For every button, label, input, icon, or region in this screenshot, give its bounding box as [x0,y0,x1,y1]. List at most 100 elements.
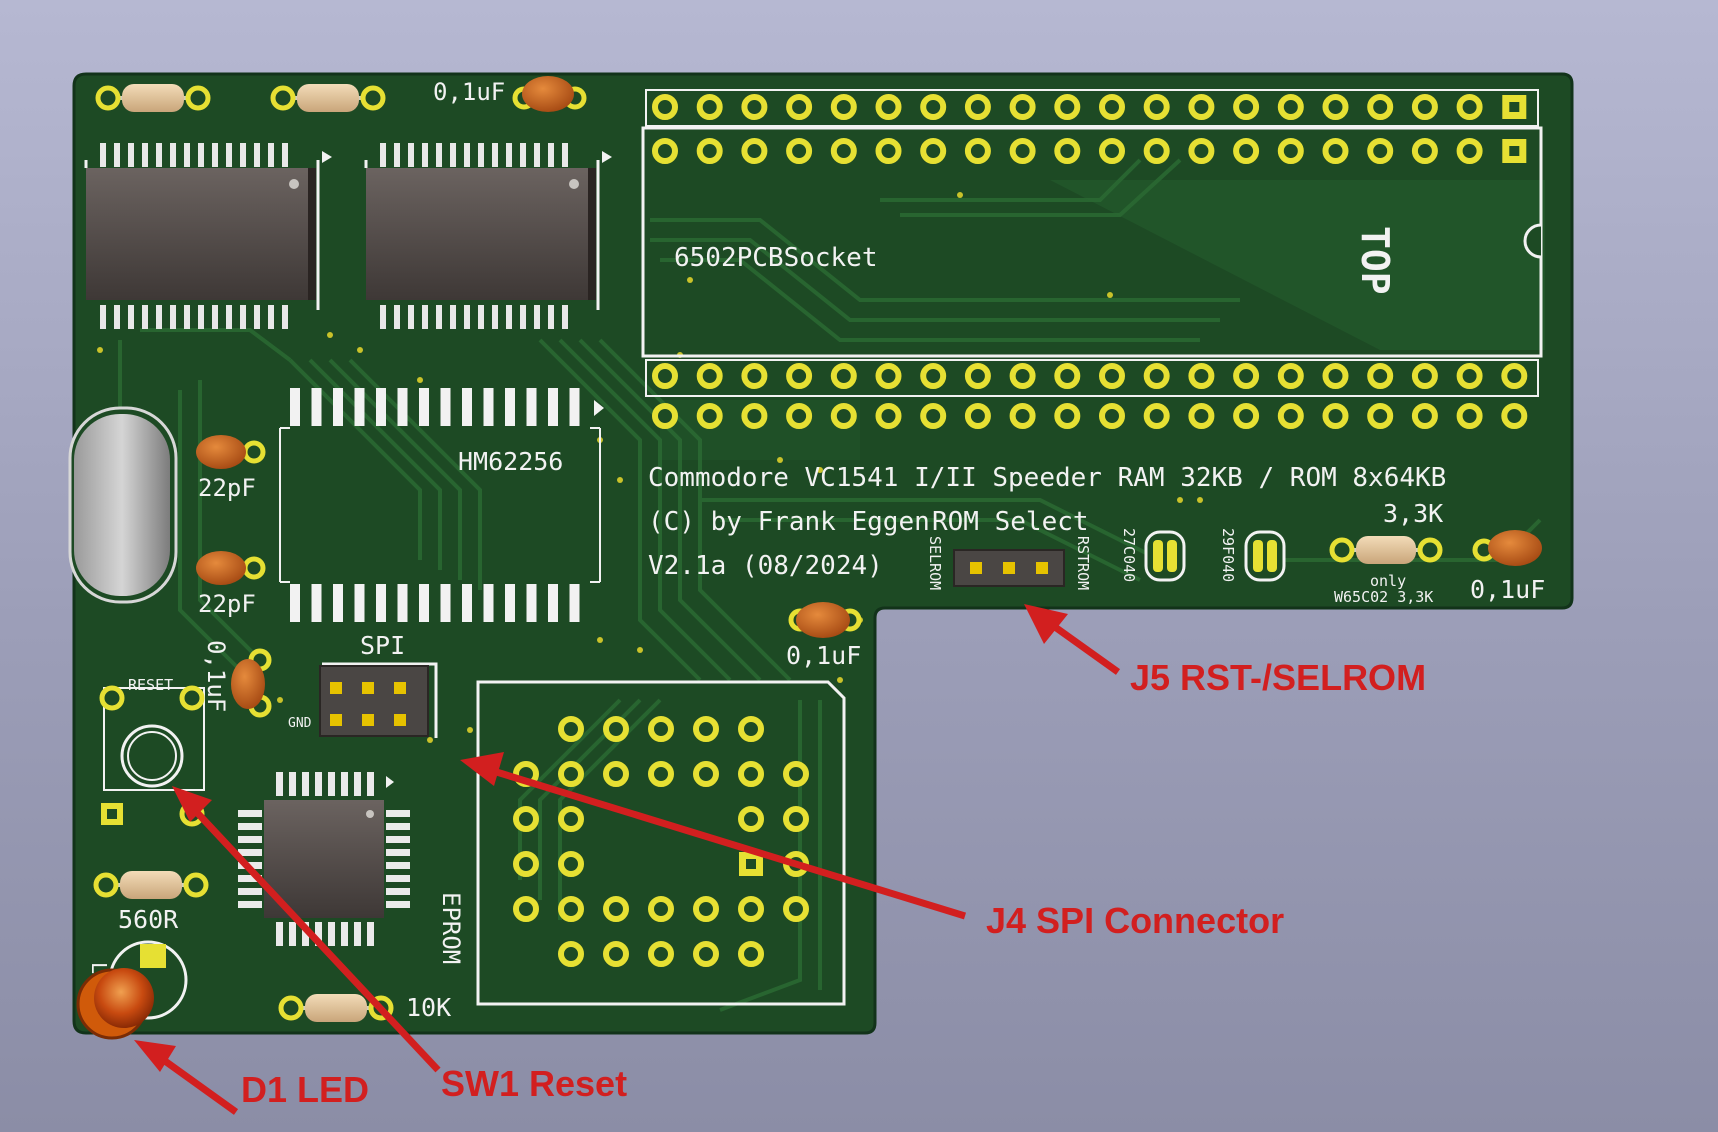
pin-pad [1054,138,1081,164]
pin-pad [830,363,857,389]
pin-pad [513,896,539,922]
pin-pad [741,363,768,389]
pin-pad [741,403,768,429]
socket-label: 6502PCBSocket [674,243,878,273]
pin-pad [875,363,902,389]
cap-22pf-a-label: 22pF [198,474,256,502]
pin-pad [1143,403,1170,429]
pin-pad [652,138,678,164]
j5-header: SELROM RSTROM [926,536,1092,590]
res-10k-label: 10K [406,993,451,1022]
resistor-top-left-1 [95,84,211,112]
jp-29f040-label: 29F040 [1219,528,1237,582]
pin-pad [1099,138,1125,164]
callout-j4: J4 SPI Connector [986,900,1284,941]
pin-pad [696,403,723,429]
pin-pad [1411,363,1438,389]
pin-pad [603,941,629,967]
callout-sw1: SW1 Reset [441,1063,627,1104]
jp-27c040-label: 27C040 [1120,528,1138,582]
socket-6502: 6502PCBSocket TOP [641,89,1543,429]
pin-pad [1322,363,1349,389]
pin-pad [1054,403,1081,429]
cap-top-label: 0,1uF [433,78,505,106]
pin-pad [1456,138,1483,164]
res-560-label: 560R [118,905,179,934]
pin-pad [1188,363,1215,389]
pin-pad [741,94,768,120]
pin-pad [1501,403,1528,429]
pin-pad [738,896,764,922]
pin-pad [1367,403,1394,429]
selrom-label: SELROM [926,536,944,590]
pin-pad [1277,403,1304,429]
pin-pad [1233,403,1260,429]
pin-pad [920,363,947,389]
pin-pad [783,806,809,832]
pin-pad [920,94,947,120]
cap-22pf-b-label: 22pF [198,590,256,618]
board-title-line2: (C) by Frank Eggen [648,507,930,537]
pin-pad [920,403,947,429]
pin-pad [603,761,629,787]
pin-pad [875,138,902,164]
pin-pad [1322,403,1349,429]
eprom-label: EPROM [437,892,465,964]
pin-pad [648,941,674,967]
pcb-traces [118,158,1542,1012]
pin-pad [738,716,764,742]
pin-pad [1099,403,1125,429]
pin-pad [830,138,857,164]
pin-pad [1456,363,1483,389]
pin-pad [964,403,991,429]
cap-reset-label: 0,1uF [202,640,230,712]
pin-pad [1009,94,1036,120]
pin-pad [964,363,991,389]
pin-pad [920,138,947,164]
cap-right-label: 0,1uF [1470,575,1545,604]
capacitor-right: 0,1uF [1470,530,1545,604]
reset-label: RESET [128,676,173,694]
pin-pad [1411,138,1438,164]
pin-pad [652,94,678,120]
resistor-10k: 10K [278,993,451,1022]
pin-pad [1099,94,1125,120]
pin-pad [1501,363,1528,389]
pin-pad [1009,138,1036,164]
pin-pad [558,761,584,787]
pin-pad [693,716,719,742]
pin-pad [786,138,813,164]
mcu-chip [238,772,410,946]
capacitor-mid: 0,1uF [786,602,862,670]
capacitor-reset: 0,1uF [202,640,272,718]
resistor-560r: 560R [93,871,209,934]
pin-pad [558,806,584,832]
capacitor-top: 0,1uF [433,76,587,112]
pin-pad [786,94,813,120]
pin-pad [1009,403,1036,429]
pin-pad [1233,363,1260,389]
callout-arrows [134,604,1121,1115]
pin-pad [1277,363,1304,389]
pin-pad [738,806,764,832]
pin-pad [1054,94,1081,120]
spi-label: SPI [360,631,405,660]
pin-pad [786,403,813,429]
rstrom-label: RSTROM [1074,536,1092,590]
pin-pad [1233,94,1260,120]
callout-j5: J5 RST-/SELROM [1130,657,1426,698]
pin-pad [964,138,991,164]
pin-pad [696,363,723,389]
cap-mid-label: 0,1uF [786,641,861,670]
pin-pad [648,716,674,742]
pin-pad [648,761,674,787]
capacitor-22pf-a: 22pF [196,435,266,502]
ram-chip-label: HM62256 [458,447,563,476]
gnd-label: GND [288,716,312,731]
soic-chip-1 [84,143,332,329]
pin-pad [738,761,764,787]
solder-jumper-29f040: 29F040 [1219,528,1286,582]
pin-pad [696,138,723,164]
eprom-socket: EPROM [437,680,846,1006]
